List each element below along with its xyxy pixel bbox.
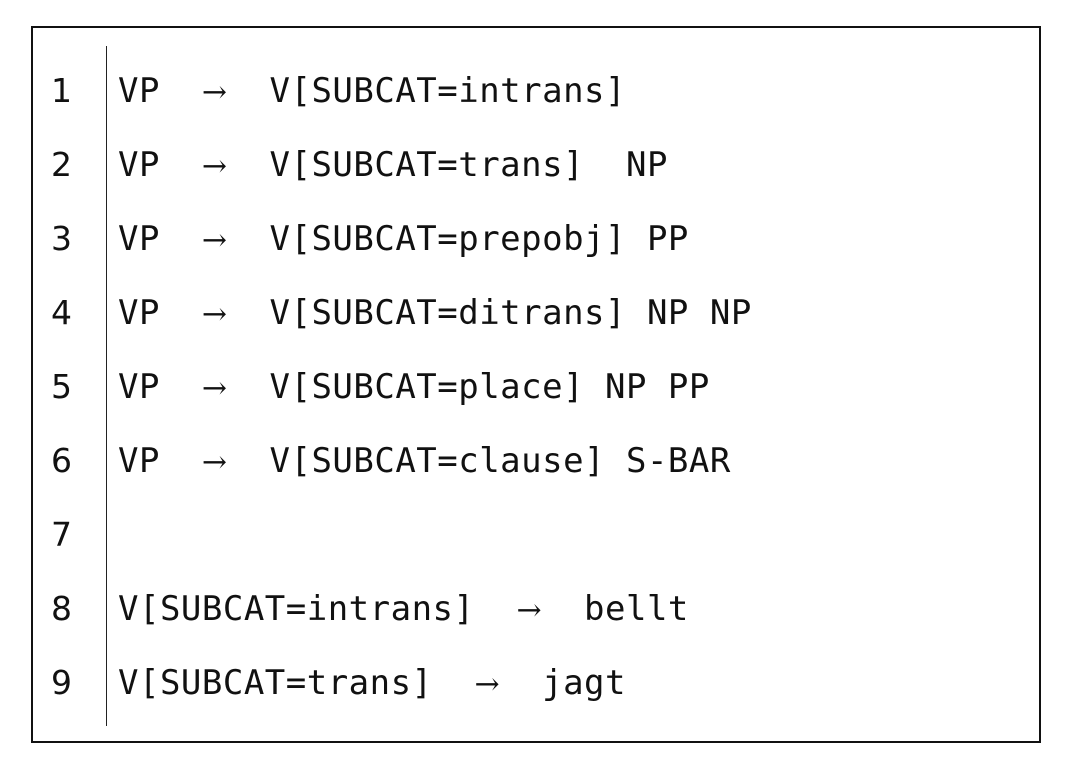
rule-rhs: jagt: [542, 663, 626, 703]
rewrite-arrow: →: [201, 445, 228, 480]
rule-rhs: V[SUBCAT=prepobj] PP: [269, 219, 689, 259]
rewrite-arrow: →: [201, 149, 228, 184]
code-listing-frame: 1 VP → V[SUBCAT=intrans] 2 VP → V[SUBCAT…: [31, 26, 1041, 743]
rewrite-arrow: →: [201, 223, 228, 258]
line-number: 3: [51, 219, 72, 258]
rule-lhs: VP: [118, 441, 160, 481]
grammar-rule: VP → V[SUBCAT=ditrans] NP NP: [118, 278, 752, 350]
rule-rhs: V[SUBCAT=place] NP PP: [269, 367, 710, 407]
rewrite-arrow: →: [201, 75, 228, 110]
grammar-rule: VP → V[SUBCAT=clause] S-BAR: [118, 426, 731, 498]
rewrite-arrow: →: [201, 297, 228, 332]
line-number: 5: [51, 367, 72, 406]
grammar-rule: V[SUBCAT=intrans] → bellt: [118, 574, 689, 646]
code-line-4: 4 VP → V[SUBCAT=ditrans] NP NP: [33, 278, 1039, 348]
rule-lhs: V[SUBCAT=trans]: [118, 663, 433, 703]
rule-lhs: VP: [118, 71, 160, 111]
rewrite-arrow: →: [474, 667, 501, 702]
line-number: 7: [51, 515, 72, 554]
rule-lhs: VP: [118, 145, 160, 185]
code-line-2: 2 VP → V[SUBCAT=trans] NP: [33, 130, 1039, 200]
line-number: 4: [51, 293, 72, 332]
code-line-7: 7: [33, 500, 1039, 570]
code-line-8: 8 V[SUBCAT=intrans] → bellt: [33, 574, 1039, 644]
line-number-divider: [106, 46, 107, 726]
rewrite-arrow: →: [201, 371, 228, 406]
rule-rhs: V[SUBCAT=trans] NP: [269, 145, 668, 185]
rule-lhs: VP: [118, 219, 160, 259]
code-line-5: 5 VP → V[SUBCAT=place] NP PP: [33, 352, 1039, 422]
code-line-3: 3 VP → V[SUBCAT=prepobj] PP: [33, 204, 1039, 274]
rule-lhs: VP: [118, 293, 160, 333]
grammar-rule: VP → V[SUBCAT=place] NP PP: [118, 352, 710, 424]
grammar-rule: VP → V[SUBCAT=intrans]: [118, 56, 626, 128]
grammar-rule: VP → V[SUBCAT=trans] NP: [118, 130, 668, 202]
code-line-1: 1 VP → V[SUBCAT=intrans]: [33, 56, 1039, 126]
grammar-rule: V[SUBCAT=trans] → jagt: [118, 648, 626, 720]
grammar-rule: VP → V[SUBCAT=prepobj] PP: [118, 204, 689, 276]
line-number: 1: [51, 71, 72, 110]
rule-rhs: bellt: [584, 589, 689, 629]
line-number: 6: [51, 441, 72, 480]
code-line-6: 6 VP → V[SUBCAT=clause] S-BAR: [33, 426, 1039, 496]
rule-lhs: VP: [118, 367, 160, 407]
line-number: 2: [51, 145, 72, 184]
line-number: 9: [51, 663, 72, 702]
code-line-9: 9 V[SUBCAT=trans] → jagt: [33, 648, 1039, 718]
rule-rhs: V[SUBCAT=ditrans] NP NP: [269, 293, 752, 333]
rule-lhs: V[SUBCAT=intrans]: [118, 589, 475, 629]
rule-rhs: V[SUBCAT=intrans]: [269, 71, 626, 111]
line-number: 8: [51, 589, 72, 628]
rule-rhs: V[SUBCAT=clause] S-BAR: [269, 441, 731, 481]
rewrite-arrow: →: [516, 593, 543, 628]
